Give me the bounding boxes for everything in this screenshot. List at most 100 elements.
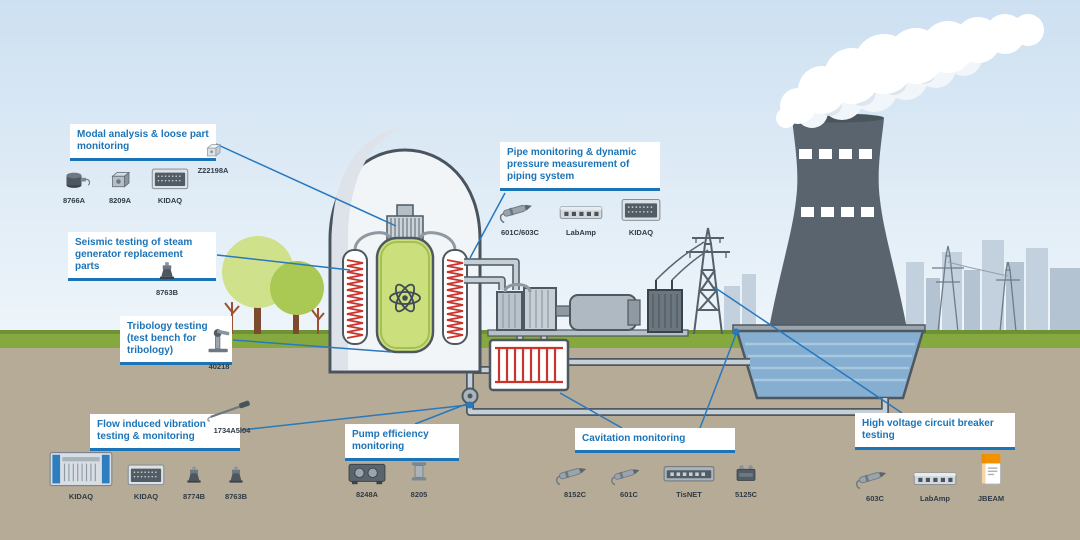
daq-module-icon bbox=[124, 458, 168, 490]
product-8766A: 8766A bbox=[56, 166, 92, 205]
product-label: TisNET bbox=[676, 490, 702, 499]
tribology-arm-icon bbox=[198, 320, 240, 360]
callout-title-box: High voltage circuit breaker testing bbox=[855, 413, 1015, 450]
products-pump-efficiency: 8248A 8205 bbox=[344, 454, 438, 499]
callout-title: Flow induced vibration testing & monitor… bbox=[97, 419, 206, 442]
product-603C: 603C bbox=[852, 460, 898, 503]
power-line bbox=[655, 241, 705, 281]
callout-seismic-testing: Seismic testing of steam generator repla… bbox=[68, 232, 216, 281]
product-label: 8248A bbox=[355, 490, 379, 499]
callout-title: Tribology testing (test bench for tribol… bbox=[127, 321, 208, 356]
product-kidaq: KIDAQ bbox=[618, 192, 664, 237]
product-label: 40218 bbox=[208, 362, 230, 371]
product-label: 1734A5l04 bbox=[213, 426, 251, 435]
reactor-vessel bbox=[375, 236, 435, 354]
product-label: KIDAQ bbox=[133, 492, 159, 501]
product-label: 5125C bbox=[734, 490, 758, 499]
product-label: Z22198A bbox=[197, 166, 229, 175]
product-label: 8209A bbox=[108, 196, 132, 205]
software-box-icon bbox=[972, 446, 1010, 492]
accelerometer-icon bbox=[220, 460, 252, 490]
load-cell-icon bbox=[400, 454, 438, 488]
product-kidaq-rack: KIDAQ bbox=[48, 446, 114, 501]
product-labamp: LabAmp bbox=[554, 196, 608, 237]
callout-title-box: Cavitation monitoring bbox=[575, 428, 735, 453]
callout-connector-lines bbox=[215, 143, 903, 431]
steam-generator-right bbox=[442, 249, 468, 345]
product-tisnet: TisNET bbox=[660, 456, 718, 499]
product-8774B: 8774B bbox=[178, 460, 210, 501]
accelerometer-icon bbox=[150, 256, 184, 286]
product-label: KIDAQ bbox=[628, 228, 654, 237]
product-label: 8766A bbox=[62, 196, 86, 205]
daq-module-icon bbox=[148, 162, 192, 194]
product-8763B: 8763B bbox=[150, 256, 184, 297]
containment-building bbox=[328, 128, 482, 374]
product-8205: 8205 bbox=[400, 454, 438, 499]
callout-title-box: Modal analysis & loose part monitoring bbox=[70, 124, 216, 161]
callout-pump-efficiency: Pump efficiency monitoring bbox=[345, 424, 459, 461]
callout-title-box: Pump efficiency monitoring bbox=[345, 424, 459, 461]
charge-amplifier-icon bbox=[908, 462, 962, 492]
product-8248A: 8248A bbox=[344, 454, 390, 499]
pressure-sensor-icon bbox=[852, 460, 898, 492]
products-flow-cable: 1734A5l04 bbox=[203, 392, 261, 435]
charge-amplifier-icon bbox=[554, 196, 608, 226]
pressure-sensor-icon bbox=[552, 456, 598, 488]
pressure-sensor-icon bbox=[496, 192, 544, 226]
pressure-sensor-icon bbox=[608, 458, 650, 488]
steam-generator-left bbox=[342, 249, 368, 345]
control-rod-drive bbox=[396, 204, 414, 218]
product-kidaq: KIDAQ bbox=[148, 162, 192, 205]
cube-sensor-icon bbox=[196, 138, 230, 164]
condensate-pump bbox=[461, 387, 479, 405]
callout-modal-analysis: Modal analysis & loose part monitoring bbox=[70, 124, 216, 161]
products-high-voltage: 603C LabAmp JBEAM bbox=[852, 446, 1010, 503]
steam-plume bbox=[776, 14, 1044, 128]
coupler-box-icon bbox=[728, 458, 764, 488]
turbine bbox=[496, 283, 571, 331]
callout-title: Seismic testing of steam generator repla… bbox=[75, 237, 193, 272]
callout-title-box: Tribology testing (test bench for tribol… bbox=[120, 316, 232, 365]
product-40218: 40218 bbox=[198, 320, 240, 371]
product-label: 8205 bbox=[410, 490, 428, 499]
product-z22198a: Z22198A bbox=[196, 138, 230, 175]
callout-title: Cavitation monitoring bbox=[582, 433, 686, 444]
callout-title-box: Seismic testing of steam generator repla… bbox=[68, 232, 216, 281]
water-basin bbox=[732, 324, 926, 400]
products-pipe-monitoring: 601C/603C LabAmp KIDAQ bbox=[496, 192, 664, 237]
product-601c-603c: 601C/603C bbox=[496, 192, 544, 237]
callout-title: Modal analysis & loose part monitoring bbox=[77, 129, 209, 152]
product-1734a5l04: 1734A5l04 bbox=[203, 392, 261, 435]
daq-rack-icon bbox=[48, 446, 114, 490]
condenser bbox=[488, 338, 570, 392]
signal-conditioner-icon bbox=[660, 456, 718, 488]
callout-title-box: Pipe monitoring & dynamic pressure measu… bbox=[500, 142, 660, 191]
meter-box-icon bbox=[344, 454, 390, 488]
product-label: 601C bbox=[620, 490, 638, 499]
product-label: 8774B bbox=[182, 492, 206, 501]
product-601C: 601C bbox=[608, 458, 650, 499]
product-label: 8763B bbox=[224, 492, 248, 501]
callout-title-box: Flow induced vibration testing & monitor… bbox=[90, 414, 240, 451]
product-5125C: 5125C bbox=[728, 458, 764, 499]
accelerometer-icon bbox=[102, 166, 138, 194]
products-modal-analysis-extra: Z22198A bbox=[196, 138, 230, 175]
product-8763B: 8763B bbox=[220, 460, 252, 501]
callout-pipe-monitoring: Pipe monitoring & dynamic pressure measu… bbox=[500, 142, 660, 191]
product-jbeam: JBEAM bbox=[972, 446, 1010, 503]
products-tribology: 40218 bbox=[198, 320, 240, 371]
product-label: 8763B bbox=[155, 288, 179, 297]
product-label: KIDAQ bbox=[68, 492, 94, 501]
atom-icon bbox=[389, 283, 421, 313]
generator bbox=[569, 294, 641, 331]
transformer bbox=[647, 241, 709, 333]
product-label: 603C bbox=[866, 494, 884, 503]
product-label: JBEAM bbox=[977, 494, 1005, 503]
city-skyline bbox=[724, 240, 1080, 332]
background-pylons bbox=[932, 245, 1020, 333]
connector-nodes bbox=[466, 328, 740, 409]
callout-title: High voltage circuit breaker testing bbox=[862, 418, 994, 441]
product-label: LabAmp bbox=[566, 228, 596, 237]
